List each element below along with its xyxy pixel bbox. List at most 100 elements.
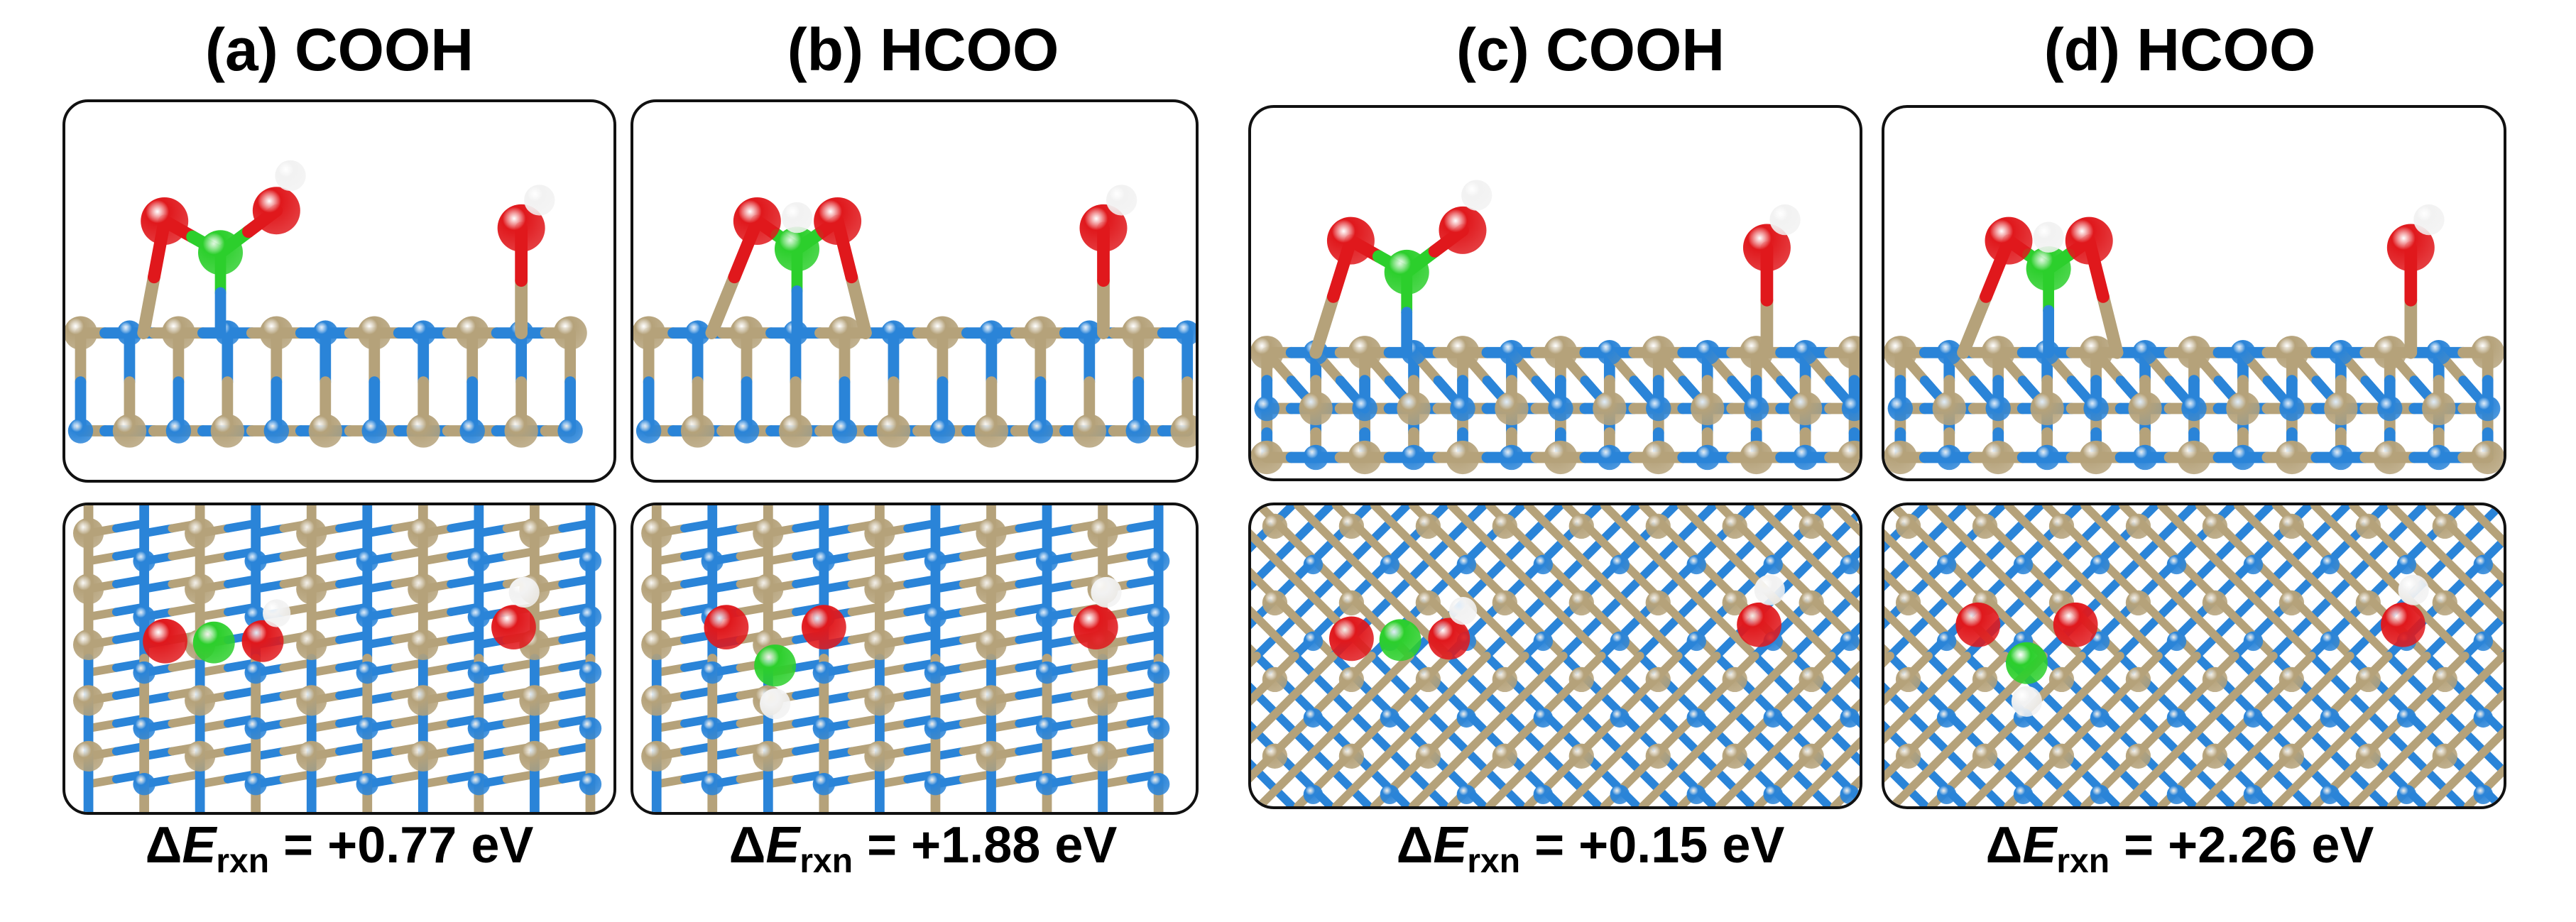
metal-atom — [1788, 391, 1823, 426]
metal-atom — [1251, 440, 1284, 475]
nonmetal-atom — [1936, 631, 1957, 652]
hydrogen-atom — [1461, 180, 1492, 211]
nonmetal-atom — [2090, 631, 2110, 652]
nonmetal-atom — [1936, 708, 1957, 728]
bond — [1965, 652, 2124, 806]
metal-atom — [1972, 513, 1998, 539]
metal-atom — [925, 316, 960, 350]
nonmetal-atom — [1380, 708, 1400, 728]
nonmetal-atom — [1125, 418, 1151, 444]
metal-atom — [2432, 513, 2457, 539]
metal-atom — [1799, 743, 1824, 769]
hydrogen-atom — [1091, 576, 1122, 608]
bond — [2119, 652, 2278, 806]
bond — [2195, 652, 2354, 806]
hydrogen-atom — [1769, 204, 1801, 236]
bond — [1715, 660, 1860, 806]
metal-atom — [1593, 391, 1627, 426]
nonmetal-atom — [356, 549, 378, 573]
oxygen-atom — [2065, 216, 2113, 265]
nonmetal-atom — [579, 549, 602, 573]
metal-atom — [864, 740, 895, 772]
energy-symbol: E — [2022, 817, 2057, 874]
nonmetal-atom — [1035, 549, 1059, 573]
panel-d-title: (d) HCOO — [2043, 16, 2316, 83]
carbon-atom — [197, 230, 244, 275]
panel-c-reaction-energy: ΔErxn = +0.15 eV — [1397, 816, 1785, 881]
nonmetal-atom — [1694, 444, 1720, 471]
nonmetal-atom — [1610, 631, 1630, 652]
oxygen-atom — [1073, 605, 1118, 650]
metal-atom — [2422, 391, 2456, 426]
bond — [2425, 726, 2504, 806]
nonmetal-atom — [2243, 631, 2264, 652]
nonmetal-atom — [924, 605, 947, 628]
metal-atom — [504, 414, 538, 448]
nonmetal-atom — [2473, 554, 2494, 575]
metal-atom — [753, 517, 784, 549]
nonmetal-atom — [467, 717, 491, 740]
metal-atom — [2202, 513, 2228, 539]
metal-atom — [1972, 666, 1998, 693]
metal-atom — [1642, 440, 1676, 475]
bond — [1255, 652, 1414, 806]
metal-atom — [641, 573, 672, 605]
metal-atom — [2048, 743, 2075, 769]
nonmetal-atom — [812, 549, 836, 573]
nonmetal-atom — [2132, 339, 2158, 366]
bond — [1251, 652, 1338, 745]
metal-atom — [1884, 336, 1917, 370]
nonmetal-atom — [635, 418, 662, 444]
metal-atom — [2202, 743, 2228, 769]
metal-atom — [2125, 590, 2151, 616]
nonmetal-atom — [1610, 784, 1630, 805]
metal-atom — [259, 316, 293, 350]
nonmetal-atom — [1147, 661, 1170, 684]
nonmetal-atom — [2230, 444, 2256, 471]
bond — [1791, 737, 1860, 806]
metal-atom — [1799, 513, 1824, 539]
nonmetal-atom — [1763, 708, 1783, 728]
bond — [1753, 698, 1860, 806]
bond — [2310, 505, 2469, 660]
metal-atom — [1338, 743, 1365, 769]
bond — [2386, 688, 2504, 806]
metal-atom — [1262, 513, 1288, 539]
metal-atom — [408, 629, 439, 660]
metal-atom — [864, 573, 895, 605]
bond — [1676, 505, 1836, 660]
bond — [2004, 505, 2163, 660]
delta-symbol: Δ — [145, 817, 182, 874]
metal-atom — [1415, 743, 1441, 769]
metal-atom — [1645, 743, 1671, 769]
nonmetal-atom — [467, 549, 491, 573]
panel-d-side-view — [1882, 105, 2506, 481]
nonmetal-atom — [244, 717, 267, 740]
metal-atom — [1722, 590, 1747, 616]
nonmetal-atom — [1456, 708, 1477, 728]
bond — [1638, 652, 1798, 806]
panel-d-top-structure — [1884, 505, 2504, 806]
nonmetal-atom — [557, 418, 583, 444]
nonmetal-atom — [1303, 631, 1324, 652]
metal-atom — [974, 414, 1009, 448]
energy-value: = +2.26 eV — [2124, 817, 2374, 874]
nonmetal-atom — [1610, 708, 1630, 728]
metal-atom — [1645, 590, 1671, 616]
nonmetal-atom — [459, 418, 485, 444]
nonmetal-atom — [1936, 339, 1963, 366]
metal-atom — [1446, 336, 1480, 370]
metal-atom — [1262, 666, 1288, 693]
metal-atom — [72, 685, 104, 716]
nonmetal-atom — [929, 418, 956, 444]
metal-atom — [864, 517, 895, 549]
nonmetal-atom — [1840, 784, 1860, 805]
metal-atom — [1251, 336, 1284, 370]
bond — [845, 270, 872, 339]
hydrogen-atom — [2413, 204, 2445, 236]
metal-atom — [1932, 391, 1966, 426]
nonmetal-atom — [2034, 444, 2060, 471]
metal-atom — [112, 414, 147, 448]
panel-a-side-view — [62, 99, 616, 483]
nonmetal-atom — [2166, 554, 2187, 575]
